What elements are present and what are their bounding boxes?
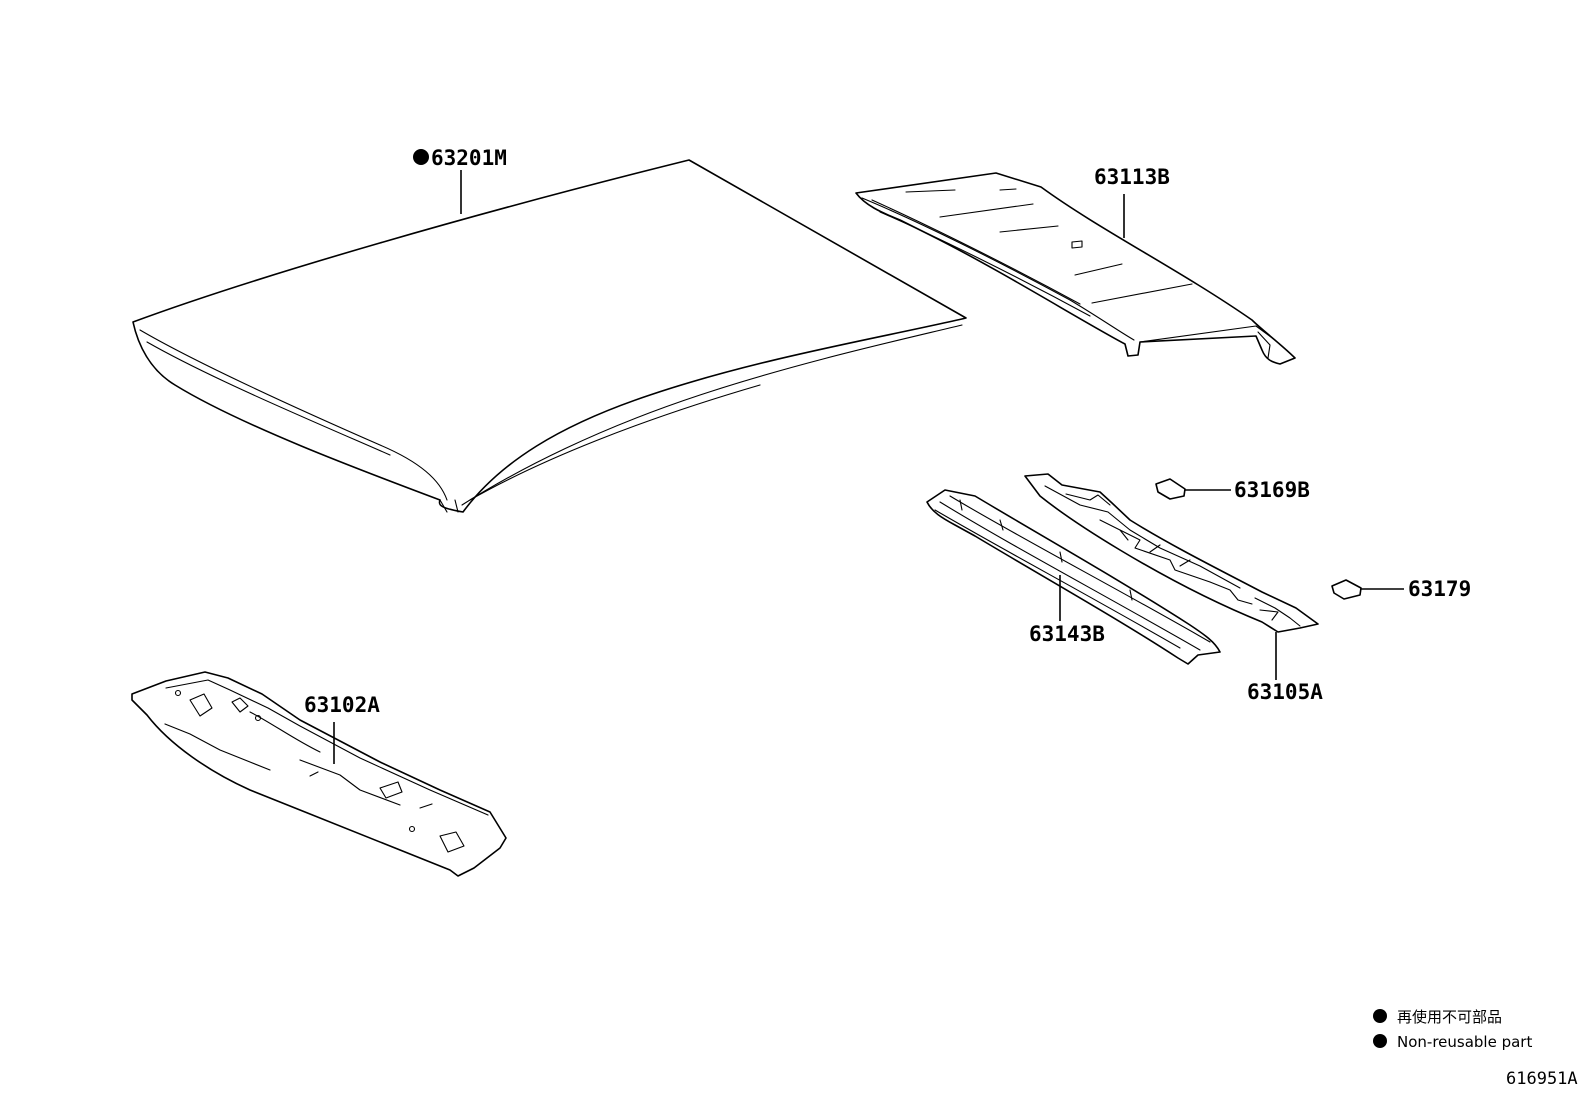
small-plate-label: 63179: [1408, 577, 1471, 601]
inner-rail-label: 63143B: [1029, 622, 1105, 646]
inner-rail-part: [926, 489, 1221, 665]
roof-bow-part: [1024, 473, 1319, 633]
small-plate-callout: 63179: [1361, 577, 1471, 601]
front-header-label: 63102A: [304, 693, 380, 717]
diagram-reference-code: 616951A: [1506, 1069, 1578, 1089]
small-bracket-label: 63169B: [1234, 478, 1310, 502]
roof-panel-label: 63201M: [431, 146, 507, 170]
roof-bow-callout: 63105A: [1247, 632, 1323, 704]
legend-marker-icon: [1373, 1034, 1387, 1048]
front-header-callout: 63102A: [304, 693, 380, 764]
roof-panel-part: [132, 159, 967, 513]
legend-english: Non-reusable part: [1397, 1033, 1532, 1051]
legend-japanese: 再使用不可部品: [1397, 1008, 1502, 1026]
front-header-part: [131, 671, 507, 877]
legend: 再使用不可部品 Non-reusable part: [1373, 1008, 1532, 1051]
roof-side-rail-callout: 63113B: [1094, 165, 1170, 238]
inner-rail-callout: 63143B: [1029, 575, 1105, 646]
small-plate-part: [1331, 579, 1362, 600]
non-reusable-marker-icon: [413, 149, 429, 165]
roof-panel-callout: 63201M: [413, 146, 507, 214]
small-bracket-callout: 63169B: [1185, 478, 1310, 502]
roof-bow-label: 63105A: [1247, 680, 1323, 704]
roof-side-rail-label: 63113B: [1094, 165, 1170, 189]
small-bracket-part: [1155, 478, 1186, 500]
roof-side-rail-part: [855, 172, 1296, 365]
legend-marker-icon: [1373, 1009, 1387, 1023]
